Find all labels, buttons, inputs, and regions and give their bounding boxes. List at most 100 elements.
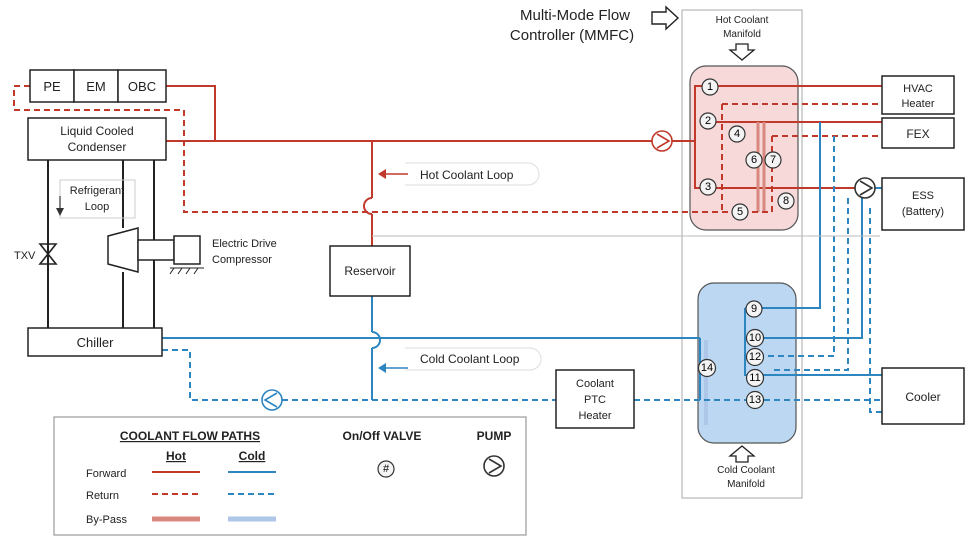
legend-return-label: Return	[86, 490, 119, 502]
ptc-heater-box	[555, 369, 635, 429]
hot-manifold-label-2: Manifold	[723, 29, 761, 40]
em-label: EM	[86, 79, 106, 94]
hot-coolant-loop-label: Hot Coolant Loop	[378, 162, 540, 186]
ground-icon	[169, 267, 204, 275]
valve-13: 13	[745, 390, 765, 410]
legend-pump-title: PUMP	[477, 429, 512, 443]
svg-text:#: #	[383, 463, 390, 475]
ess-pump-icon	[854, 177, 876, 199]
condenser-label-1: Liquid Cooled	[60, 124, 133, 138]
cold-manifold-arrow-icon	[728, 445, 756, 463]
valve-3: 3	[699, 178, 717, 196]
legend-pump-icon	[483, 455, 505, 477]
cold-forward-line	[760, 198, 863, 339]
hvac-heater-box	[881, 75, 955, 115]
cooler-label: Cooler	[905, 390, 940, 404]
hot-manifold-arrow-icon	[728, 43, 756, 61]
valve-9: 9	[745, 300, 763, 318]
svg-text:1: 1	[707, 81, 713, 93]
cooler-box	[881, 367, 965, 425]
mmfc-label-1: Multi-Mode Flow	[520, 7, 630, 24]
compressor-label-1: Electric Drive	[212, 238, 277, 250]
cold-return-line	[869, 208, 882, 413]
cold-manifold-label-1: Cold Coolant	[717, 465, 775, 476]
hot-pump-icon	[651, 130, 673, 152]
chiller-box	[27, 327, 163, 357]
valve-7: 7	[764, 151, 782, 169]
hvac-label-2: Heater	[901, 98, 934, 110]
mmfc-frame	[681, 9, 803, 499]
valve-5: 5	[731, 203, 749, 221]
svg-text:3: 3	[705, 181, 711, 193]
reservoir-label: Reservoir	[344, 264, 395, 278]
legend-cold-label: Cold	[239, 449, 266, 463]
cold-return-line	[770, 198, 849, 371]
cold-manifold-label-2: Manifold	[727, 479, 765, 490]
hot-forward-line	[166, 85, 216, 141]
valve-12: 12	[745, 347, 765, 367]
mmfc-arrow-icon	[651, 5, 680, 31]
svg-text:13: 13	[749, 394, 761, 406]
obc-box	[117, 69, 167, 103]
cold-return-line	[162, 349, 262, 401]
svg-text:4: 4	[734, 128, 740, 140]
svg-text:14: 14	[701, 362, 713, 374]
cold-return-line	[755, 136, 835, 357]
valve-4: 4	[728, 125, 746, 143]
condenser-box	[27, 117, 167, 161]
pe-label: PE	[43, 79, 61, 94]
svg-text:8: 8	[783, 195, 789, 207]
em-box	[73, 69, 119, 103]
svg-text:7: 7	[770, 154, 776, 166]
legend-valve-title: On/Off VALVE	[343, 429, 422, 443]
hot-forward-line	[694, 86, 855, 189]
refrigerant-label-1: Refrigerant	[70, 185, 124, 197]
txv-label: TXV	[14, 250, 36, 262]
compressor-label-2: Compressor	[212, 254, 272, 266]
cold-manifold-body	[697, 282, 797, 444]
obc-label: OBC	[128, 79, 156, 94]
cold-coolant-loop-label: Cold Coolant Loop	[378, 347, 542, 373]
legend-forward-label: Forward	[86, 468, 126, 480]
ess-label-2: (Battery)	[902, 206, 944, 218]
legend-bypass-label: By-Pass	[86, 514, 127, 526]
svg-text:10: 10	[749, 332, 761, 344]
valve-8: 8	[777, 192, 795, 210]
svg-text:9: 9	[751, 303, 757, 315]
motor-icon	[173, 235, 201, 265]
reservoir-box	[329, 245, 411, 297]
svg-text:Hot Coolant Loop: Hot Coolant Loop	[420, 168, 514, 182]
legend-hot-label: Hot	[166, 449, 186, 463]
hvac-label-1: HVAC	[903, 83, 933, 95]
svg-text:11: 11	[749, 372, 760, 384]
valve-11: 11	[745, 368, 765, 388]
hot-return-line	[13, 85, 740, 213]
ess-label-1: ESS	[912, 190, 934, 202]
valve-2: 2	[699, 112, 717, 130]
compressor-icon	[107, 227, 139, 273]
mmfc-label-2: Controller (MMFC)	[510, 27, 634, 44]
svg-text:Cold Coolant Loop: Cold Coolant Loop	[420, 352, 520, 366]
hot-forward-line	[363, 197, 373, 215]
ess-battery-box	[881, 177, 965, 231]
valve-6: 6	[745, 151, 763, 169]
cold-forward-line	[371, 331, 381, 349]
svg-text:5: 5	[737, 206, 743, 218]
cold-forward-line	[745, 122, 821, 309]
refrigerant-arrow-head	[56, 208, 64, 216]
valve-1: 1	[701, 78, 719, 96]
cold-pump-icon	[261, 389, 283, 411]
chiller-label: Chiller	[77, 335, 115, 350]
valve-14: 14	[697, 358, 717, 378]
legend-title: COOLANT FLOW PATHS	[120, 429, 260, 443]
svg-text:12: 12	[749, 351, 761, 363]
legend-box	[53, 416, 527, 536]
valve-10: 10	[745, 328, 765, 348]
ptc-label-3: Heater	[578, 410, 611, 422]
fex-label: FEX	[906, 127, 929, 141]
cold-forward-line	[744, 308, 882, 376]
fex-box	[881, 117, 955, 149]
txv-valve-icon	[38, 243, 58, 265]
svg-text:6: 6	[751, 154, 757, 166]
